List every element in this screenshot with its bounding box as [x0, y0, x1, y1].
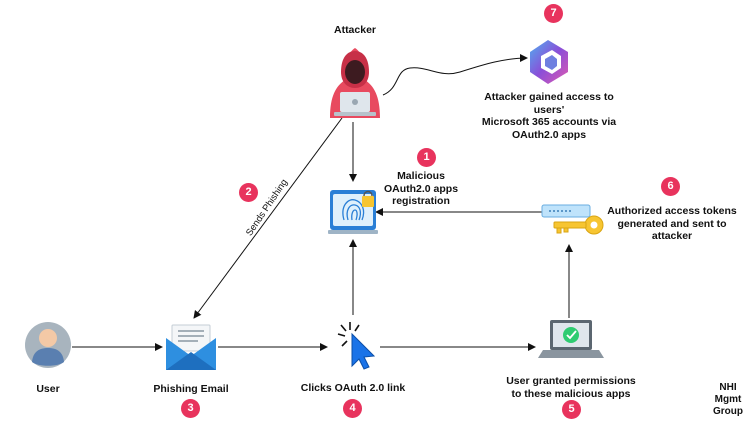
user-label: User	[36, 383, 60, 395]
click-cursor-icon	[337, 322, 376, 370]
step-badge-5: 5	[562, 400, 581, 419]
access-tokens-label: Authorized access tokens generated and s…	[607, 205, 737, 242]
step-badge-1: 1	[417, 148, 436, 167]
nhi-mgmt-group-watermark: NHI Mgmt Group	[713, 382, 743, 417]
app-registration-label: Malicious OAuth2.0 apps registration	[383, 170, 459, 207]
edges	[72, 54, 573, 351]
microsoft-365-icon	[530, 40, 568, 84]
phishing-email-icon	[166, 324, 216, 370]
attacker-icon	[330, 48, 380, 118]
edge-attacker-to-phishing	[193, 117, 343, 319]
step-badge-7: 7	[544, 4, 563, 23]
user-avatar-icon	[25, 322, 71, 368]
phishing-email-label: Phishing Email	[153, 383, 229, 395]
step-badge-3: 3	[181, 399, 200, 418]
step-badge-2: 2	[239, 183, 258, 202]
attacker-label: Attacker	[333, 24, 377, 36]
laptop-icon	[538, 320, 604, 358]
key-icon	[541, 204, 604, 235]
edge-attacker-to-ms365	[382, 54, 528, 96]
ms365-access-label: Attacker gained access to users' Microso…	[481, 91, 617, 141]
app-registration-icon	[328, 190, 378, 234]
step-badge-4: 4	[343, 399, 362, 418]
step-badge-6: 6	[661, 177, 680, 196]
click-link-label: Clicks OAuth 2.0 link	[300, 382, 406, 394]
permissions-label: User granted permissions to these malici…	[506, 375, 636, 400]
